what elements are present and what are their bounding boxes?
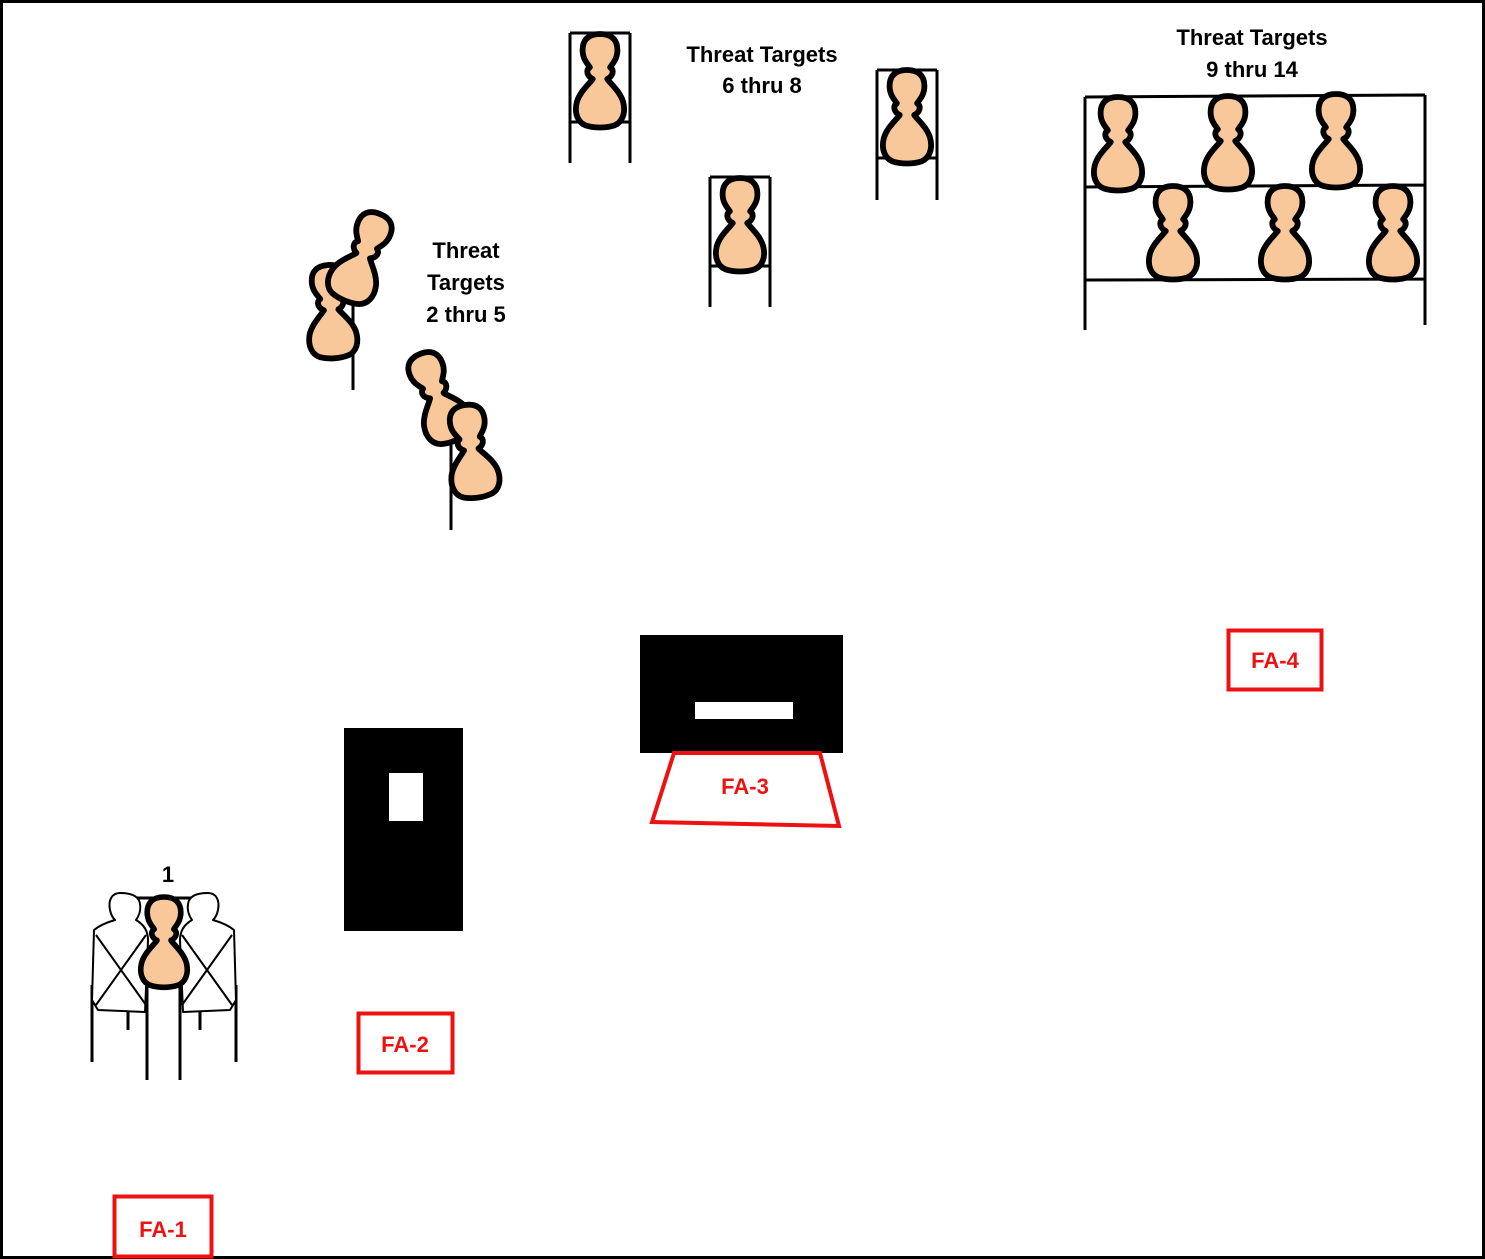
firing-area-3: FA-3: [652, 753, 839, 826]
target-8: [877, 70, 937, 200]
target-14: [1369, 186, 1417, 280]
target-1-group: [92, 893, 236, 1080]
group-9-14-label-line1: Threat Targets: [1176, 25, 1327, 50]
firing-area-1: FA-1: [115, 1197, 212, 1257]
target-6: [570, 33, 630, 163]
target-11: [1312, 94, 1360, 188]
target-12: [1149, 186, 1197, 280]
target-1-label: 1: [162, 862, 174, 887]
target-rack-9-14: [1085, 95, 1425, 330]
group-2-5-label-line1: Threat: [432, 238, 500, 263]
barricade-port: [389, 773, 423, 821]
barricade-window: [640, 635, 843, 753]
group-6-8-label-line2: 6 thru 8: [722, 73, 801, 98]
group-2-5-label-line2: Targets: [427, 270, 505, 295]
group-6-8-label-line1: Threat Targets: [686, 42, 837, 67]
barricade-slot: [695, 702, 793, 719]
group-2-5-label-line3: 2 thru 5: [426, 302, 505, 327]
target-3: [323, 205, 403, 310]
firing-area-4: FA-4: [1229, 631, 1322, 690]
no-shoot-left: [92, 893, 148, 1012]
fa-4-label: FA-4: [1251, 648, 1299, 673]
target-7: [710, 177, 770, 307]
firing-area-2: FA-2: [359, 1014, 453, 1073]
fa-2-label: FA-2: [381, 1032, 429, 1057]
fa-3-label: FA-3: [721, 774, 769, 799]
target-13: [1261, 186, 1309, 280]
barricade-door: [344, 728, 463, 931]
fa-1-label: FA-1: [139, 1217, 187, 1242]
no-shoot-right: [180, 893, 236, 1012]
target-10: [1204, 96, 1252, 190]
group-9-14-label-line2: 9 thru 14: [1206, 57, 1298, 82]
target-9: [1094, 97, 1142, 191]
